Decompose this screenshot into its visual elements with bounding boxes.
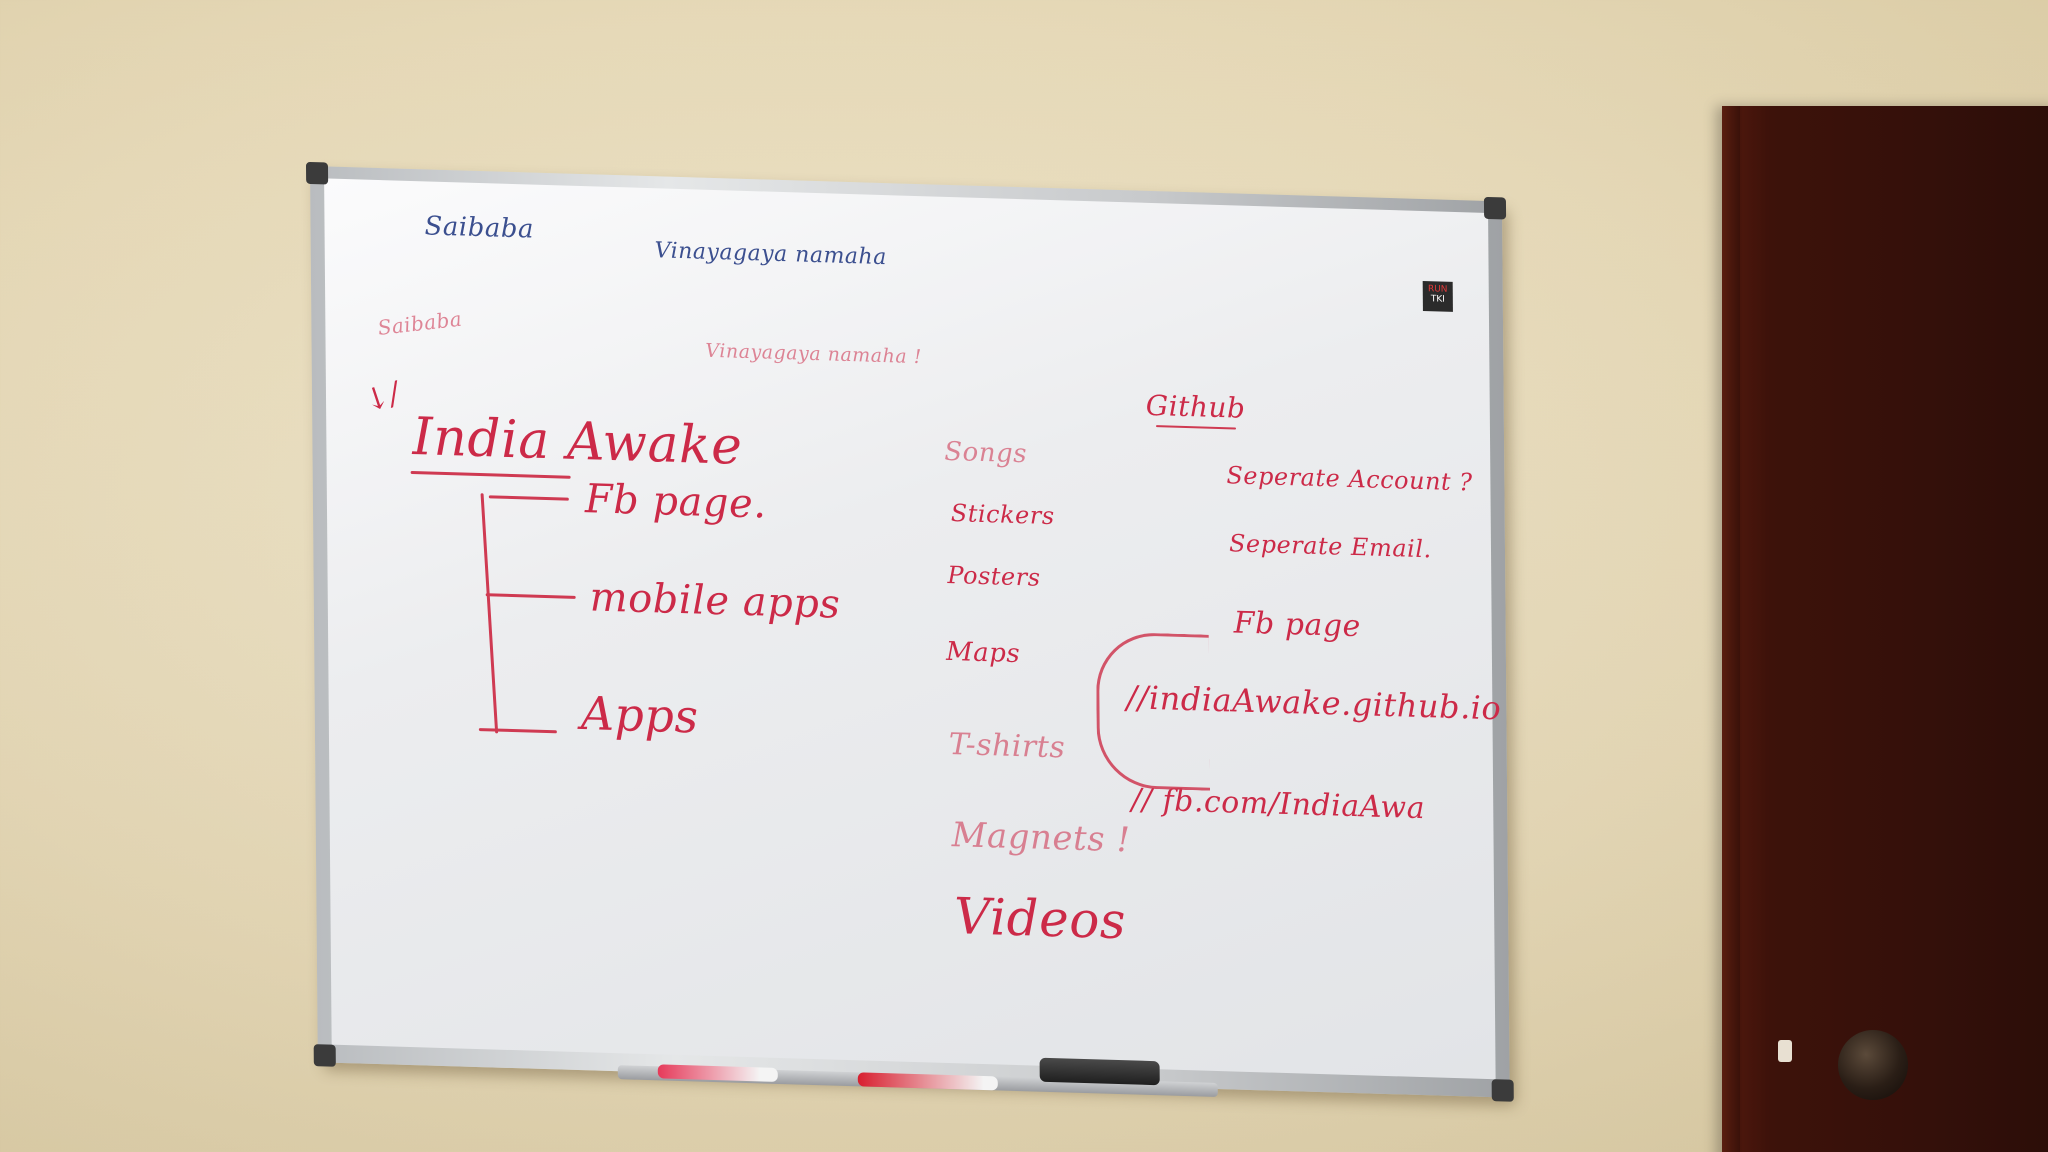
right-links-bracket bbox=[1095, 631, 1211, 791]
branch-fb-page: Fb page. bbox=[584, 476, 767, 528]
tree-trunk-line bbox=[480, 493, 499, 734]
right-item-fb-page: Fb page bbox=[1233, 605, 1361, 645]
list-item-videos: Videos bbox=[954, 887, 1127, 951]
red-note-vinayagaya: Vinayagaya namaha ! bbox=[705, 339, 922, 369]
list-item-songs: Songs bbox=[944, 436, 1028, 470]
branch-mobile-apps: mobile apps bbox=[589, 574, 841, 628]
door bbox=[1722, 106, 2048, 1152]
right-item-separate-email: Seperate Email. bbox=[1228, 529, 1432, 564]
tree-branch-line-1 bbox=[488, 495, 569, 501]
whiteboard: RUN TKI Saibaba Vinayagaya namaha Saibab… bbox=[305, 161, 1514, 1102]
whiteboard-surface: RUN TKI Saibaba Vinayagaya namaha Saibab… bbox=[324, 178, 1501, 1080]
main-topic: India Awake bbox=[412, 407, 743, 477]
frame-corner-bottom-right bbox=[1491, 1079, 1514, 1102]
blue-note-saibaba: Saibaba bbox=[424, 211, 535, 245]
board-logo-line-2: TKI bbox=[1430, 294, 1445, 305]
main-topic-underline bbox=[410, 470, 571, 479]
frame-corner-top-right bbox=[1483, 196, 1507, 220]
right-heading-github: Github bbox=[1145, 388, 1246, 425]
list-item-tshirts: T-shirts bbox=[948, 726, 1066, 766]
frame-corner-bottom-left bbox=[313, 1044, 336, 1067]
arrow-mark: ↓/ bbox=[359, 375, 405, 420]
frame-corner-top-left bbox=[305, 161, 329, 185]
blue-note-vinayagaya: Vinayagaya namaha bbox=[654, 238, 887, 271]
list-item-magnets: Magnets ! bbox=[951, 815, 1131, 861]
whiteboard-eraser[interactable] bbox=[1039, 1057, 1160, 1086]
github-underline bbox=[1156, 425, 1237, 430]
door-latch bbox=[1778, 1040, 1792, 1062]
door-knob bbox=[1838, 1030, 1908, 1100]
door-edge bbox=[1722, 106, 1740, 1152]
list-item-posters: Posters bbox=[947, 560, 1041, 592]
board-logo: RUN TKI bbox=[1422, 281, 1453, 312]
tree-branch-line-2 bbox=[485, 593, 576, 599]
branch-apps: Apps bbox=[580, 686, 699, 744]
right-item-separate-account: Seperate Account ? bbox=[1226, 461, 1473, 497]
list-item-maps: Maps bbox=[945, 636, 1021, 670]
tree-branch-line-3 bbox=[478, 728, 557, 734]
list-item-stickers: Stickers bbox=[950, 499, 1055, 531]
board-logo-line-1: RUN bbox=[1427, 284, 1448, 295]
red-note-saibaba: Saibaba bbox=[376, 306, 464, 340]
